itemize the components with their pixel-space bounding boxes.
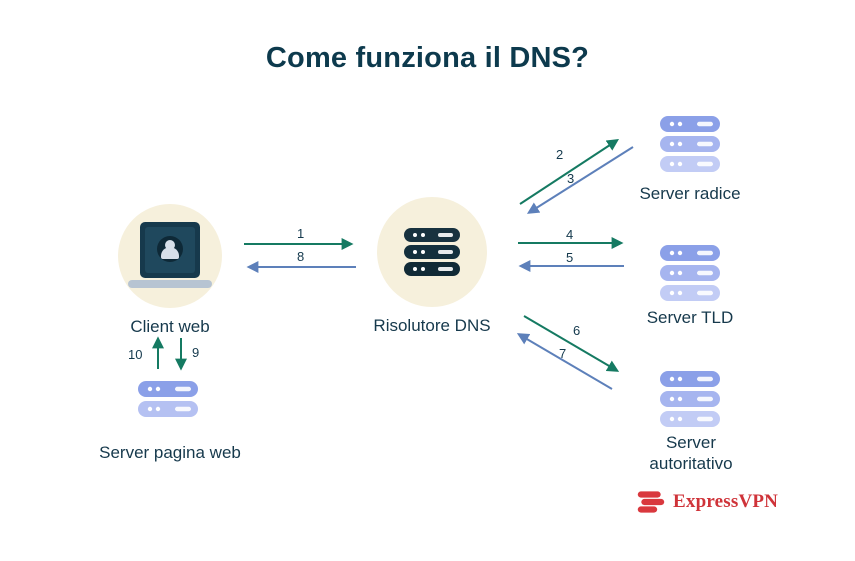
arrow-label-2: 2 <box>556 147 564 162</box>
dns-resolver-server-icon <box>404 228 460 276</box>
diagram-title: Come funziona il DNS? <box>265 42 590 74</box>
arrow-label-3: 3 <box>567 171 575 186</box>
tld-server-icon <box>660 245 720 301</box>
arrow-6-line <box>523 315 620 372</box>
arrow-label-5: 5 <box>566 250 574 265</box>
arrow-label-1: 1 <box>297 226 305 241</box>
root-server-icon <box>660 116 720 172</box>
arrow-label-8: 8 <box>297 249 305 264</box>
webpage-server-icon <box>138 381 198 417</box>
webpage-server-label: Server pagina web <box>99 443 241 462</box>
authoritative-server-icon <box>660 371 720 427</box>
expressvpn-mark-icon <box>637 491 665 513</box>
root-server-label: Server radice <box>639 184 741 203</box>
arrow-label-7: 7 <box>559 346 567 361</box>
arrow-label-10: 10 <box>128 347 143 362</box>
authoritative-server-label: Server autoritativo <box>649 433 733 474</box>
arrow-label-9: 9 <box>192 345 200 360</box>
brand-logo: ExpressVPN <box>636 490 778 514</box>
resolver-label: Risolutore DNS <box>373 316 491 335</box>
arrow-7-line <box>516 333 613 390</box>
tld-server-label: Server TLD <box>646 308 734 327</box>
client-label: Client web <box>130 317 210 336</box>
laptop-user-icon <box>128 222 212 288</box>
arrow-label-4: 4 <box>566 227 574 242</box>
arrow-label-6: 6 <box>573 323 581 338</box>
brand-name: ExpressVPN <box>673 491 779 512</box>
